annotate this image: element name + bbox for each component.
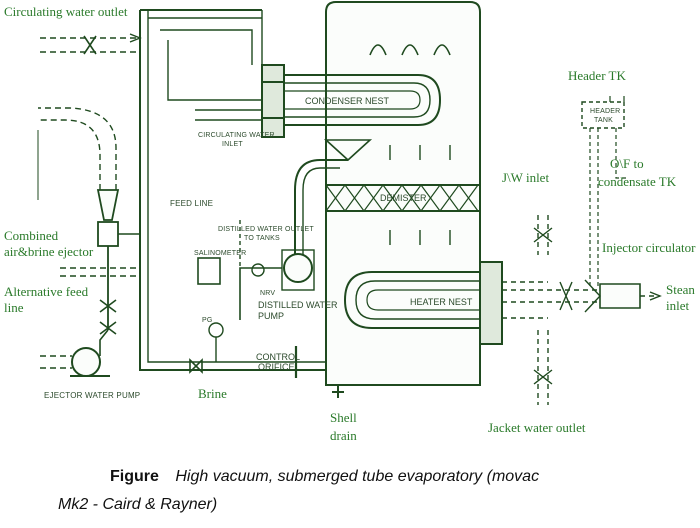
air-brine-ejector <box>96 189 120 221</box>
pressure-gauge <box>208 322 224 338</box>
caption-text-line2: Mk2 - Caird & Rayner) <box>58 496 218 513</box>
label-header-tk: Header TK <box>568 68 626 83</box>
label-combined-2: air&brine ejector <box>4 244 94 259</box>
label-nrv: NRV <box>260 290 276 297</box>
distillate-line <box>294 159 348 260</box>
label-circ-water-inlet-1: CIRCULATING WATER <box>198 132 275 139</box>
label-of-to-condensate-1: O\F to <box>610 156 644 171</box>
label-of-to-condensate-2: condensate TK <box>598 174 677 189</box>
label-salinometer: SALINOMETER <box>194 250 247 257</box>
evaporator-shell <box>325 1 481 386</box>
label-distilled-pump-2: PUMP <box>258 311 285 321</box>
feed-line-pipe <box>139 10 326 371</box>
header-tank <box>581 101 625 129</box>
label-stean-2: inlet <box>666 298 690 313</box>
heater-nest <box>343 271 500 329</box>
label-shell-drain-1: Shell <box>330 410 357 425</box>
label-feed-line: FEED LINE <box>170 199 214 208</box>
baffle-arch <box>369 44 387 56</box>
label-distilled-pump-1: DISTILLED WATER <box>258 300 338 310</box>
label-brine: Brine <box>198 386 227 401</box>
injector-circulator <box>599 283 641 309</box>
label-circulating-water-outlet: Circulating water outlet <box>4 4 128 19</box>
label-injector-circulator: Injector circulator <box>602 240 696 255</box>
label-header-tank-2: TANK <box>594 117 613 124</box>
brine-valve <box>189 358 203 374</box>
label-distilled-outlet-2: TO TANKS <box>244 235 280 242</box>
circ-outlet-valve <box>83 35 97 55</box>
label-stean-1: Stean <box>666 282 695 297</box>
label-jw-inlet: J\W inlet <box>502 170 550 185</box>
caption-figure-word: Figure <box>110 468 159 485</box>
label-alternative-feed-1: Alternative feed <box>4 284 89 299</box>
baffle-arch <box>401 44 419 56</box>
label-alternative-feed-2: line <box>4 300 24 315</box>
label-control-orifice-2: ORIFICE <box>258 362 295 372</box>
label-circ-water-inlet-2: INLET <box>222 141 243 148</box>
label-header-tank-1: HEADER <box>590 108 621 115</box>
distilled-water-pump <box>283 253 313 283</box>
caption-text-line1: High vacuum, submerged tube evaporatory … <box>175 468 540 485</box>
label-shell-drain-2: drain <box>330 428 357 443</box>
label-control-orifice-1: CONTROL <box>256 352 301 362</box>
ejector-water-pump <box>71 347 101 377</box>
condenser-nest <box>285 74 442 126</box>
label-combined-1: Combined <box>4 228 59 243</box>
label-demister: DEMISTER <box>380 193 427 203</box>
label-jacket-water-outlet: Jacket water outlet <box>488 420 586 435</box>
label-heater-nest: HEATER NEST <box>410 297 473 307</box>
label-ejector-water-pump: EJECTOR WATER PUMP <box>44 391 141 400</box>
baffle-arch <box>433 44 451 56</box>
distillate-funnel <box>323 139 373 162</box>
figure-caption: Figure High vacuum, submerged tube evapo… <box>110 468 539 486</box>
demister <box>325 184 481 212</box>
label-condenser-nest: CONDENSER NEST <box>305 96 390 106</box>
label-distilled-outlet-1: DISTILLED WATER OUTLET <box>218 226 314 233</box>
label-pg: PG <box>202 317 213 324</box>
salinometer <box>197 257 221 285</box>
